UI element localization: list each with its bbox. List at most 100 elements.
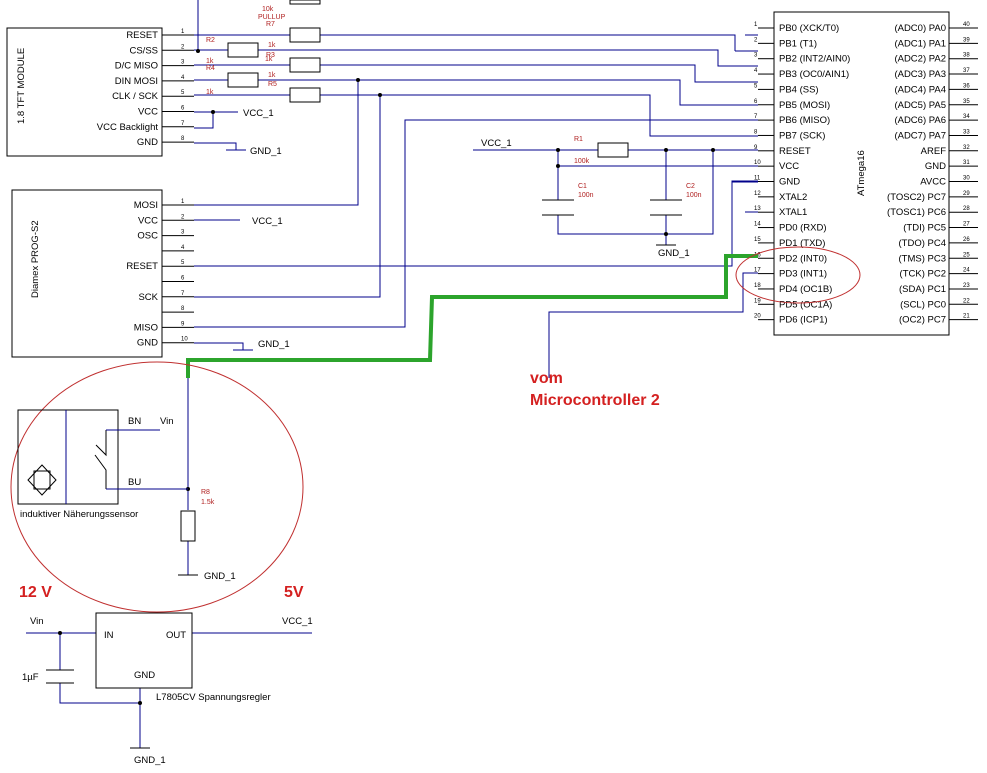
annotations: 12 V 5V vom Microcontroller 2 xyxy=(19,370,660,601)
mcu-right-pin-number: 36 xyxy=(963,83,970,89)
mcu-left-pin-label: VCC xyxy=(779,161,799,172)
wires xyxy=(26,0,758,748)
mcu-right-pin-label: (ADC2) PA2 xyxy=(894,54,946,65)
mcu-left-pin-label: XTAL1 xyxy=(779,207,807,218)
r8-name: R8 xyxy=(201,489,210,496)
mcu-left-pin-label: PB2 (INT2/AIN0) xyxy=(779,54,850,65)
net-vcc1-tft: VCC_1 xyxy=(243,108,274,119)
prog-pin-label: GND xyxy=(137,338,158,349)
mcu-right-pin-number: 31 xyxy=(963,160,970,166)
mcu-right-pin-number: 30 xyxy=(963,176,970,182)
mcu-right-pin-label: GND xyxy=(925,161,946,172)
resistor-r2 xyxy=(227,42,259,58)
tft-pin-label: RESET xyxy=(126,30,158,41)
prog-pin-label: MOSI xyxy=(134,200,158,211)
annotation-mc2: Microcontroller 2 xyxy=(530,392,660,409)
mcu-left-pin-label: PB0 (XCK/T0) xyxy=(779,23,839,34)
pullup-label: PULLUP xyxy=(258,14,286,21)
mcu-right-pin-label: (ADC6) PA6 xyxy=(894,115,946,126)
r1-name: R1 xyxy=(574,136,583,143)
net-vcc1-reset: VCC_1 xyxy=(481,138,512,149)
mcu-left-pin-number: 11 xyxy=(754,176,761,182)
regulator-in-label: IN xyxy=(104,630,114,641)
net-gnd1-prog: GND_1 xyxy=(258,339,290,350)
tft-pin-number: 8 xyxy=(181,136,185,142)
mcu-left-pin-number: 8 xyxy=(754,129,758,135)
tft-pin-number: 5 xyxy=(181,90,185,96)
mcu-right-pin-label: AVCC xyxy=(920,177,946,188)
tft-pin-label: VCC xyxy=(138,107,158,118)
net-vin-regulator: Vin xyxy=(30,616,44,627)
mcu-left-pin-label: RESET xyxy=(779,146,811,157)
prog-pin-number: 6 xyxy=(181,276,185,282)
mcu-left-pin-number: 17 xyxy=(754,268,761,274)
mcu-right-pin-label: (SDA) PC1 xyxy=(899,284,946,295)
mcu-right-pin-number: 34 xyxy=(963,114,970,120)
ground-symbols xyxy=(130,244,676,749)
mcu-left-pin-label: PD1 (TXD) xyxy=(779,238,825,249)
prog-pin-label: MISO xyxy=(134,322,158,333)
r2-value: 1k xyxy=(268,42,276,49)
tft-pin-label: DIN MOSI xyxy=(115,76,158,87)
annotation-5v: 5V xyxy=(284,584,304,601)
r8-value: 1.5k xyxy=(201,499,215,506)
capacitors xyxy=(46,199,682,684)
c1-value: 100n xyxy=(578,192,594,199)
mcu-left-pin-label: GND xyxy=(779,177,800,188)
mcu-left-pin-number: 4 xyxy=(754,68,758,74)
mcu-right-pin-label: (ADC5) PA5 xyxy=(894,100,946,111)
r3-value: 1k xyxy=(265,56,273,63)
highlight-wire xyxy=(186,254,758,378)
prog-pin-number: 3 xyxy=(181,230,185,236)
r5-name: R5 xyxy=(268,81,277,88)
mcu-right-pin-number: 32 xyxy=(963,145,970,151)
r1-value: 100k xyxy=(574,158,590,165)
regulator-name: L7805CV Spannungsregler xyxy=(156,692,271,703)
regulator-gnd-label: GND xyxy=(134,670,155,681)
tft-pin-label: D/C MISO xyxy=(115,61,158,72)
sensor-bn-label: BN xyxy=(128,416,141,427)
prog-pin-label: RESET xyxy=(126,261,158,272)
voltage-regulator: IN OUT GND L7805CV Spannungsregler 1µF xyxy=(22,612,271,703)
mcu-right-pin-number: 39 xyxy=(963,37,970,43)
resistor-r1 xyxy=(597,142,629,158)
prog-pin-number: 1 xyxy=(181,199,185,205)
c2-value: 100n xyxy=(686,192,702,199)
r4-val2: 1k xyxy=(268,72,276,79)
resistors xyxy=(180,0,629,542)
mcu-left-pin-number: 20 xyxy=(754,314,761,320)
mcu-left-pin-label: PB1 (T1) xyxy=(779,38,817,49)
mcu-left-pin-label: PB4 (SS) xyxy=(779,84,819,95)
tft-module-title: 1.8 TFT MODULE xyxy=(16,48,27,124)
mcu-right-pin-label: (ADC3) PA3 xyxy=(894,69,946,80)
mcu-left-pin-label: XTAL2 xyxy=(779,192,807,203)
mcu-right-pin-label: (ADC4) PA4 xyxy=(894,84,946,95)
tft-pin-label: CLK / SCK xyxy=(112,91,159,102)
net-labels: VCC_1 GND_1 VCC_1 GND_1 VCC_1 GND_1 Vin … xyxy=(30,108,690,766)
net-gnd1-caps: GND_1 xyxy=(658,248,690,259)
mcu-right-pin-number: 24 xyxy=(963,268,970,274)
regulator-out-label: OUT xyxy=(166,630,186,641)
mcu-left-pin-number: 1 xyxy=(754,22,758,28)
chip-name: ATmega16 xyxy=(856,150,867,196)
tft-pin-label: GND xyxy=(137,137,158,148)
net-vcc1-prog: VCC_1 xyxy=(252,216,283,227)
mcu-left-pin-number: 18 xyxy=(754,283,761,289)
mcu-left-pin-label: PD3 (INT1) xyxy=(779,269,827,280)
tft-pin-label: VCC Backlight xyxy=(97,122,159,133)
mcu-right-pin-label: (ADC0) PA0 xyxy=(894,23,946,34)
mcu-left-pin-number: 12 xyxy=(754,191,761,197)
mcu-right-pin-label: (TOSC1) PC6 xyxy=(887,207,946,218)
resistor-r7 xyxy=(289,27,321,43)
r7-name: R7 xyxy=(266,21,275,28)
mcu-left-pin-number: 7 xyxy=(754,114,758,120)
annotation-vom: vom xyxy=(530,370,563,387)
regulator-cap-label: 1µF xyxy=(22,672,39,683)
mcu-left-pin-label: PB6 (MISO) xyxy=(779,115,830,126)
mcu-right-pin-number: 38 xyxy=(963,53,970,59)
net-vin-sensor: Vin xyxy=(160,416,174,427)
mcu-left-pin-number: 9 xyxy=(754,145,758,151)
r5-value: 1k xyxy=(206,89,214,96)
